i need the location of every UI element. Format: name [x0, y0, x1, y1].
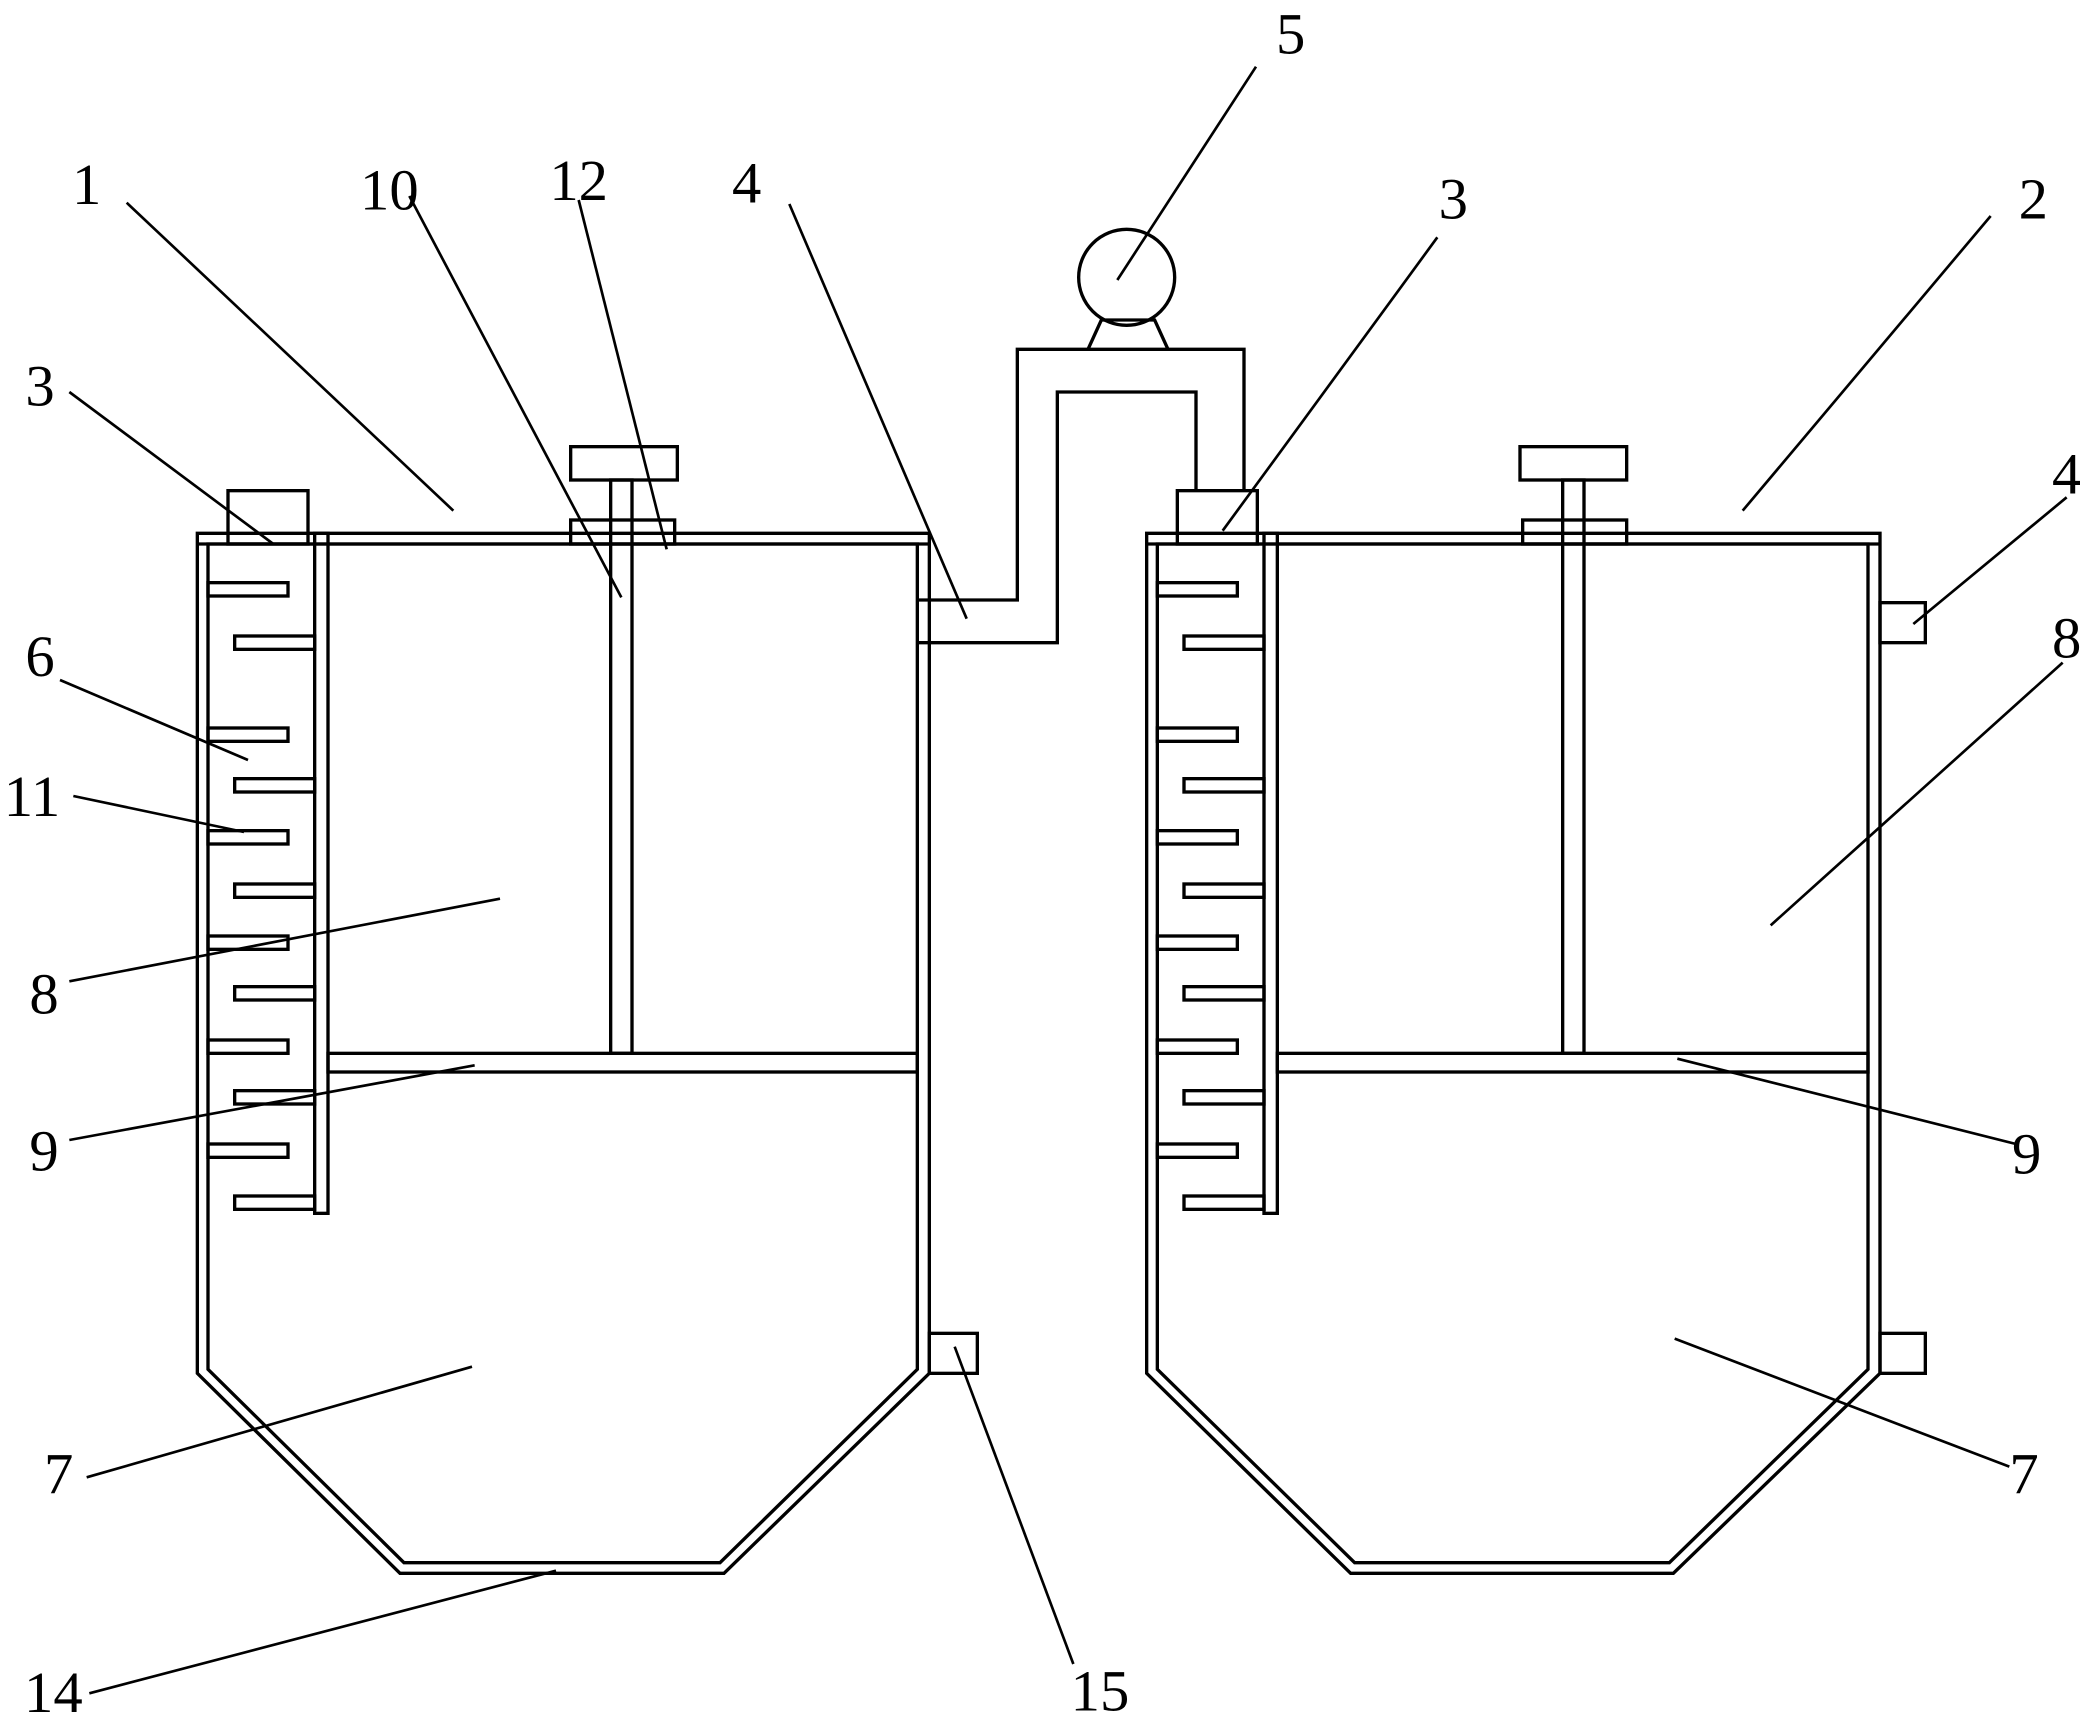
labels: 1 2 3 3 4 4 5 6 11 10 12 8 8 9 9 7 7 14 …	[4, 1, 2080, 1725]
label-plate-right: 9	[2012, 1121, 2041, 1186]
left-tank	[195, 445, 979, 1575]
left-baffle-fins	[206, 580, 317, 1211]
left-rod-handle	[569, 445, 679, 482]
left-partition-plate	[326, 1051, 919, 1074]
label-upper-chamber-right: 8	[2052, 605, 2080, 670]
label-inlet-right: 3	[1439, 167, 1468, 232]
label-pipe-right: 4	[2052, 441, 2080, 506]
label-tank-right: 2	[2019, 167, 2048, 232]
right-inlet-box	[1175, 488, 1259, 546]
pipe-outer	[917, 347, 1246, 602]
leader-lines	[59, 65, 2068, 1695]
pump	[1076, 227, 1177, 351]
label-pump: 5	[1276, 1, 1305, 66]
right-rod	[1561, 478, 1586, 1055]
right-side-pipe	[1878, 601, 1927, 645]
left-rod-guide	[569, 518, 677, 546]
label-tank-left: 1	[72, 152, 101, 217]
label-upper-chamber-left: 8	[29, 961, 58, 1026]
right-outlet	[1878, 1331, 1927, 1375]
label-inlet-left: 3	[25, 353, 54, 418]
pump-circle-icon	[1076, 227, 1177, 327]
pipe-inner	[917, 390, 1198, 645]
label-baffle-fin: 11	[4, 764, 60, 829]
label-rod-guide: 12	[549, 148, 608, 213]
right-tank-outer-shell	[1145, 531, 1882, 1575]
label-pipe-center: 4	[732, 151, 761, 216]
right-partition-plate	[1275, 1051, 1870, 1074]
connecting-pipe	[917, 347, 1246, 645]
label-rod: 10	[360, 157, 419, 222]
left-inlet-box	[226, 488, 310, 546]
pump-base	[1086, 318, 1170, 351]
label-baffle-wall: 6	[25, 624, 54, 689]
label-outlet: 15	[1071, 1659, 1130, 1720]
label-plate-left: 9	[29, 1119, 58, 1184]
label-lower-chamber-left: 7	[44, 1441, 73, 1506]
right-baffle-fins	[1155, 580, 1266, 1211]
right-rod-handle	[1518, 445, 1629, 482]
left-outlet	[927, 1331, 979, 1375]
right-baffle-wall	[1262, 531, 1279, 1215]
left-baffle-wall	[313, 531, 330, 1215]
left-rod	[608, 478, 634, 1055]
label-bottom-shell: 14	[24, 1660, 83, 1720]
label-lower-chamber-right: 7	[2009, 1441, 2038, 1506]
right-rod-guide	[1520, 518, 1629, 546]
right-tank	[1145, 445, 1927, 1575]
